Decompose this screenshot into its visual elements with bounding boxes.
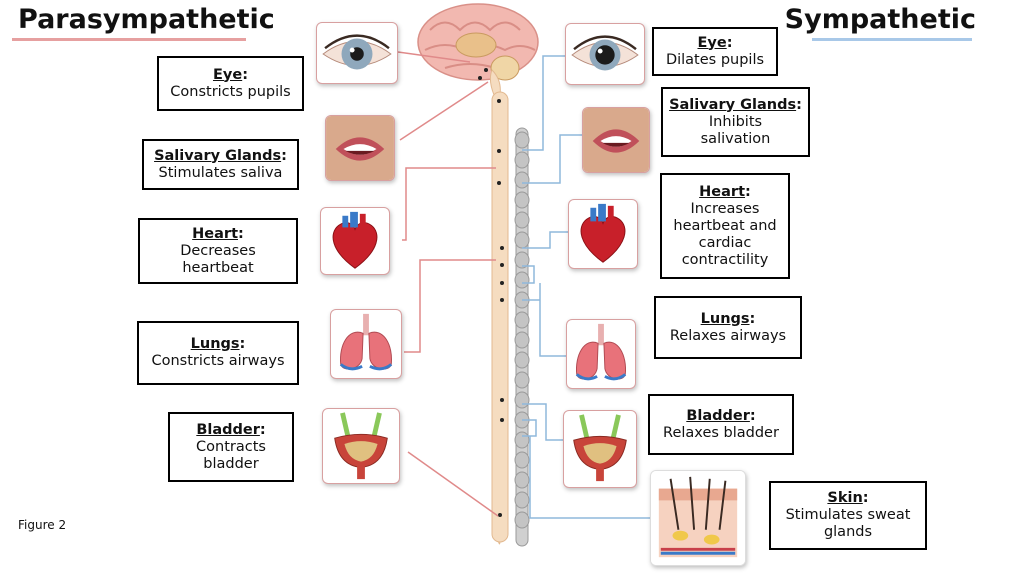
sympathetic-heart-box: Heart: Increases heartbeat and cardiac c… <box>660 173 790 279</box>
effect-text: Decreases heartbeat <box>180 242 256 276</box>
effect-text: Stimulates saliva <box>158 164 283 181</box>
lungs-icon <box>330 309 402 379</box>
sympathetic-title: Sympathetic <box>784 4 976 35</box>
parasympathetic-pathways <box>397 51 499 517</box>
parasympathetic-lungs-box: Lungs: Constricts airways <box>137 321 299 385</box>
organ-label: Heart: <box>192 225 244 242</box>
eye-icon <box>565 23 645 85</box>
bladder-icon <box>563 410 637 488</box>
organ-label: Lungs: <box>190 336 246 352</box>
lungs-icon <box>566 319 636 389</box>
effect-text: Increases heartbeat and cardiac contract… <box>673 200 777 268</box>
organ-label: Skin: <box>827 490 869 506</box>
parasympathetic-bladder-box: Bladder: Contracts bladder <box>168 412 294 482</box>
sympathetic-chain <box>514 127 530 547</box>
mouth-icon <box>582 107 650 173</box>
bladder-icon <box>322 408 400 484</box>
effect-text: Relaxes airways <box>669 327 787 344</box>
parasympathetic-title: Parasympathetic <box>18 4 275 35</box>
sympathetic-eye-box: Eye: Dilates pupils <box>652 27 778 76</box>
effect-text: Constricts airways <box>151 353 285 369</box>
sympathetic-underline <box>812 38 972 41</box>
organ-label: Salivary Glands: <box>154 147 287 164</box>
organ-label: Bladder: <box>686 407 756 424</box>
parasympathetic-eye-box: Eye: Constricts pupils <box>157 56 304 111</box>
figure-caption: Figure 2 <box>18 518 67 532</box>
effect-text: Stimulates sweat glands <box>785 507 911 540</box>
eye-icon <box>316 22 398 84</box>
organ-label: Eye: <box>212 66 248 83</box>
brain-icon <box>417 3 539 81</box>
sympathetic-lungs-box: Lungs: Relaxes airways <box>654 296 802 359</box>
organ-label: Eye: <box>697 34 733 51</box>
effect-text: Constricts pupils <box>170 83 291 100</box>
effect-text: Inhibits salivation <box>700 113 771 147</box>
sympathetic-salivary-box: Salivary Glands: Inhibits salivation <box>661 87 810 157</box>
organ-label: Salivary Glands: <box>669 96 802 113</box>
parasympathetic-heart-box: Heart: Decreases heartbeat <box>138 218 298 284</box>
parasympathetic-underline <box>12 38 246 41</box>
sympathetic-bladder-box: Bladder: Relaxes bladder <box>648 394 794 455</box>
sympathetic-skin-box: Skin: Stimulates sweat glands <box>769 481 927 550</box>
heart-icon <box>568 199 638 269</box>
organ-label: Heart: <box>699 183 751 200</box>
effect-text: Relaxes bladder <box>663 424 779 441</box>
effect-text: Dilates pupils <box>665 51 765 68</box>
organ-label: Bladder: <box>196 421 266 438</box>
skin-icon <box>650 470 746 566</box>
mouth-icon <box>325 115 395 181</box>
effect-text: Contracts bladder <box>196 438 266 472</box>
sympathetic-pathways <box>522 55 650 519</box>
parasympathetic-salivary-box: Salivary Glands: Stimulates saliva <box>142 139 299 190</box>
organ-label: Lungs: <box>700 310 756 327</box>
heart-icon <box>320 207 390 275</box>
